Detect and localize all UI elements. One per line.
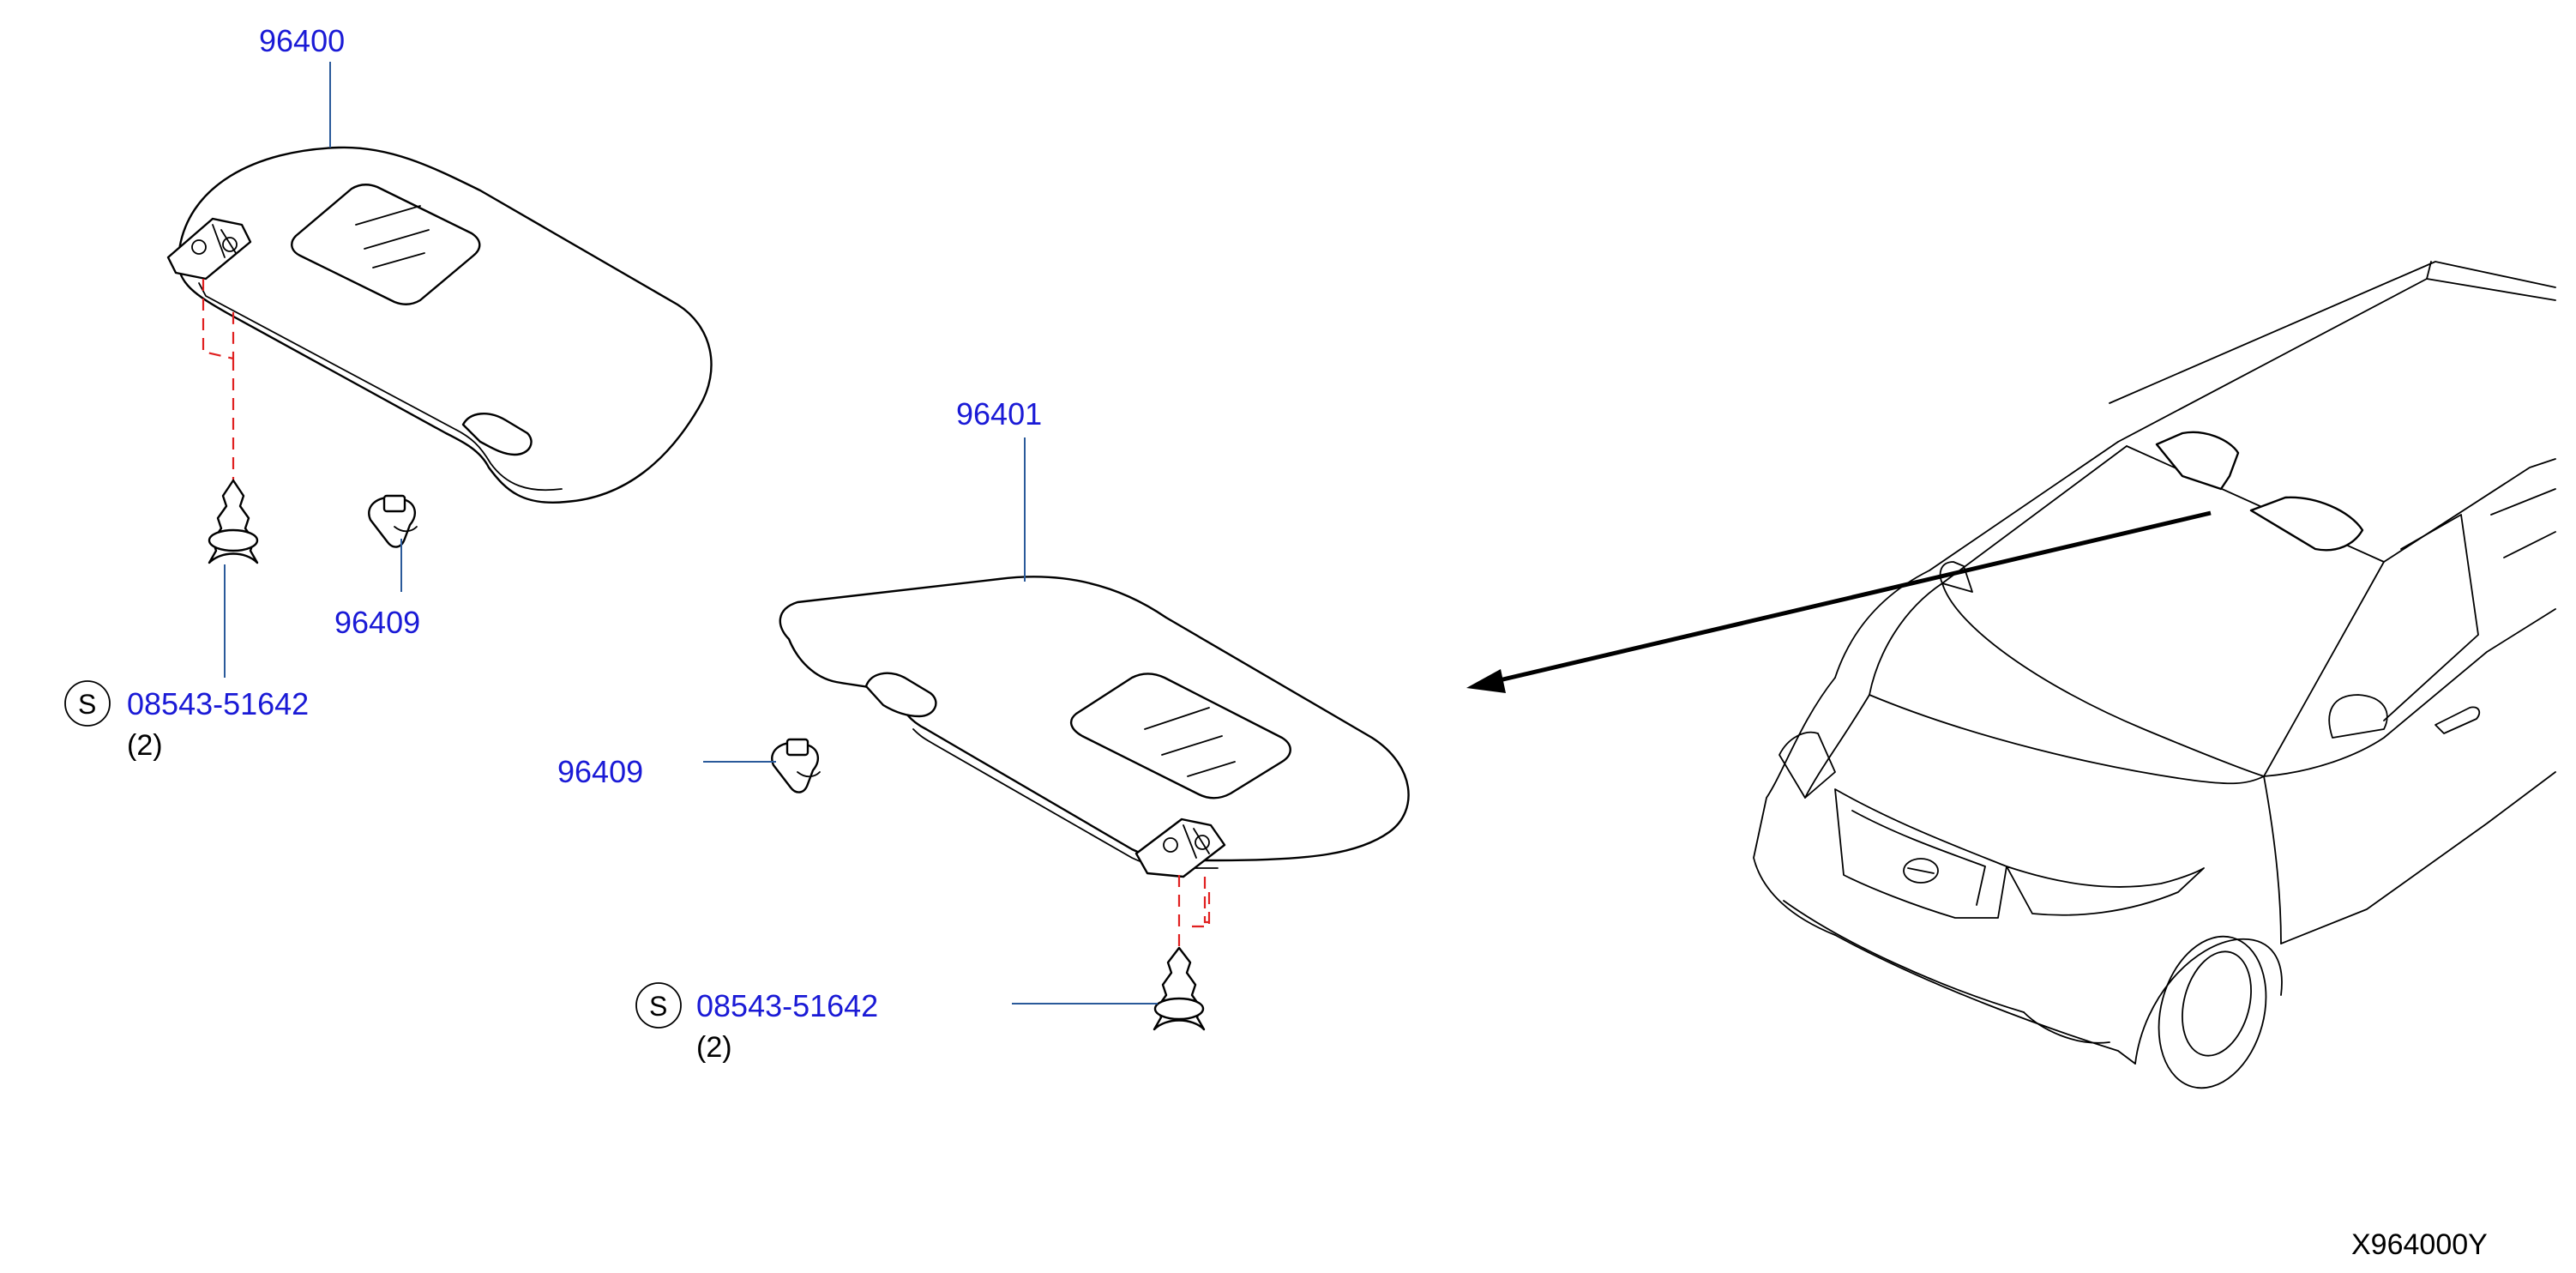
fastener-guide-left	[202, 279, 235, 480]
standard-symbol-left: S	[78, 689, 96, 720]
pointer-arrow-icon	[1466, 510, 2212, 693]
sun-visor-left-icon[interactable]	[166, 146, 713, 504]
holder-left-icon[interactable]	[368, 494, 418, 548]
vehicle-icon	[1753, 261, 2556, 1089]
callout-screw-left: 08543-51642	[127, 686, 309, 721]
callout-96409-right: 96409	[557, 754, 643, 789]
standard-symbol-right: S	[649, 991, 667, 1022]
quantity-left: (2)	[127, 729, 163, 762]
sun-visor-right-icon[interactable]	[779, 576, 1410, 878]
screw-left-icon[interactable]	[208, 479, 259, 564]
callout-96400: 96400	[259, 23, 345, 58]
screw-right-icon[interactable]	[1153, 946, 1206, 1031]
holder-right-icon[interactable]	[771, 738, 821, 793]
callout-96401: 96401	[956, 396, 1042, 431]
diagram-code: X964000Y	[2351, 1228, 2488, 1261]
quantity-right: (2)	[696, 1031, 732, 1064]
standard-part-symbol-right	[635, 982, 682, 1029]
callout-screw-right: 08543-51642	[696, 988, 878, 1023]
callout-96409-left: 96409	[334, 605, 420, 640]
fastener-guide-right	[1177, 875, 1211, 948]
standard-part-symbol-left	[64, 680, 111, 727]
